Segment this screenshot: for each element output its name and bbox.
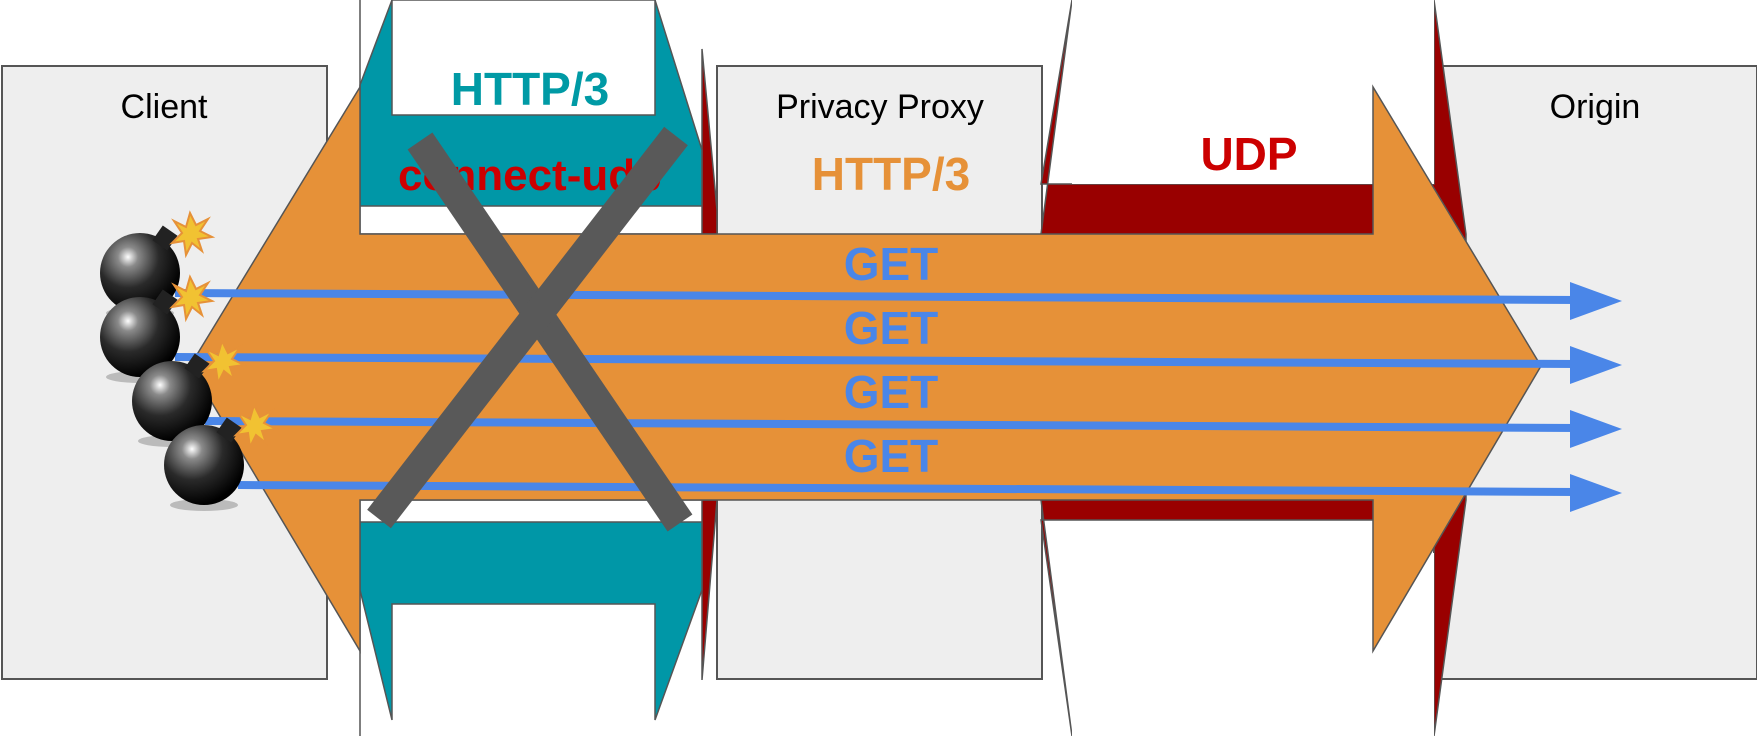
request-label: GET (844, 302, 939, 354)
proxy-label: Privacy Proxy (776, 88, 984, 126)
request-label: GET (844, 366, 939, 418)
arrow-right-icon (1570, 410, 1622, 448)
request-arrow (174, 346, 1622, 384)
udp-label: UDP (1200, 128, 1297, 180)
request-arrow (237, 474, 1622, 512)
cross-mark-icon (367, 126, 693, 532)
http3-tunnel-label-bg (391, 0, 656, 116)
request-label: GET (844, 238, 939, 290)
request-arrow (204, 410, 1622, 448)
request-label: GET (844, 430, 939, 482)
proxy-protocol-label: HTTP/3 (812, 148, 970, 200)
bomb-icon (132, 338, 248, 447)
arrow-right-icon (1570, 474, 1622, 512)
origin-label: Origin (1550, 88, 1641, 126)
client-label: Client (121, 88, 208, 126)
arrow-right-icon (1570, 346, 1622, 384)
bomb-icon (164, 402, 280, 511)
arrow-right-icon (1570, 282, 1622, 320)
tunnel-outer-label: HTTP/3 (451, 63, 609, 115)
request-arrow (174, 282, 1622, 320)
bomb-icon (100, 210, 216, 319)
http3-tunnel-arrow-bottom (359, 521, 703, 721)
